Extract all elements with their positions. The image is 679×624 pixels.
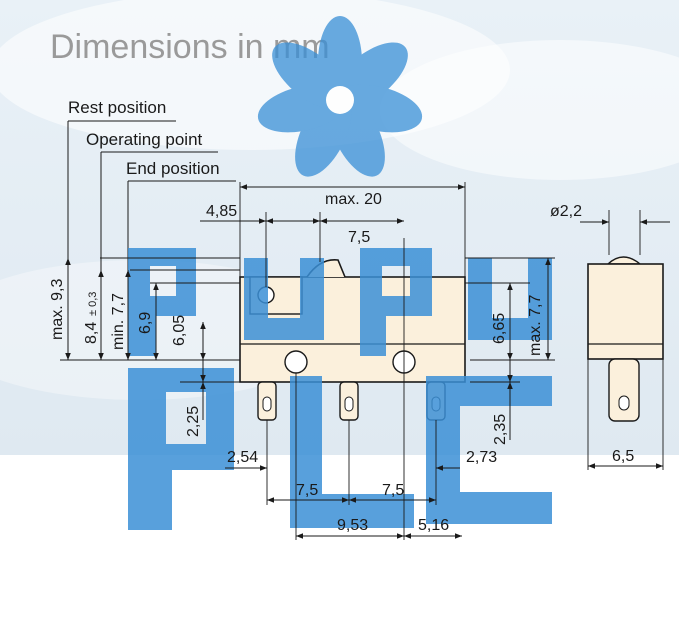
dim-pin-diameter: ø2,2 xyxy=(550,203,582,220)
dim-2-25: 2,25 xyxy=(185,406,202,437)
dim-5-16: 5,16 xyxy=(418,517,449,534)
dimension-lines xyxy=(65,184,670,539)
dim-6-05: 6,05 xyxy=(171,315,188,346)
dim-2-54: 2,54 xyxy=(227,449,258,466)
dim-7-5-left: 7,5 xyxy=(296,482,318,499)
dim-8-4: 8,4 xyxy=(83,322,100,344)
dim-6-9: 6,9 xyxy=(137,312,154,334)
dim-2-35: 2,35 xyxy=(492,414,509,445)
dim-max-width: max. 20 xyxy=(325,191,382,208)
switch-side-view xyxy=(587,256,664,422)
dim-6-65: 6,65 xyxy=(491,313,508,344)
watermark xyxy=(128,16,552,530)
extension-lines xyxy=(60,182,664,540)
dim-max-7-7: max. 7,7 xyxy=(527,295,544,356)
dimension-labels: max. 20 4,85 7,5 ø2,2 max. 9,3 8,4 ± 0,3… xyxy=(49,191,634,534)
rest-position-label: Rest position xyxy=(68,98,166,117)
dim-6-5: 6,5 xyxy=(612,448,634,465)
dim-2-73: 2,73 xyxy=(466,449,497,466)
operating-point-label: Operating point xyxy=(86,130,203,149)
dim-4-85: 4,85 xyxy=(206,203,237,220)
dim-7-5-right: 7,5 xyxy=(382,482,404,499)
dim-8-4-tolerance: ± 0,3 xyxy=(87,292,99,316)
end-position-label: End position xyxy=(126,159,220,178)
dim-min-7-7: min. 7,7 xyxy=(110,293,127,350)
dim-9-53: 9,53 xyxy=(337,517,368,534)
dim-max-9-3: max. 9,3 xyxy=(49,279,66,340)
dim-7-5-top: 7,5 xyxy=(348,229,370,246)
